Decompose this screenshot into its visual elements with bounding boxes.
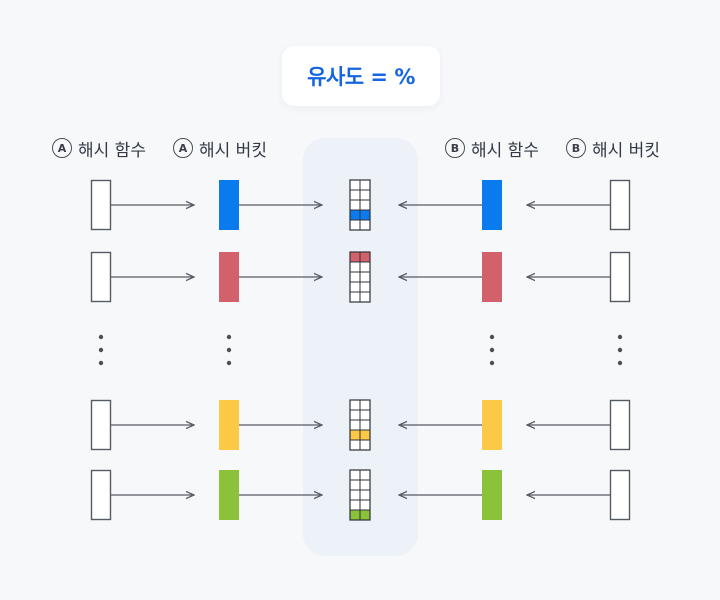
center-panel [303,138,418,556]
badge-b-icon: B [566,138,586,158]
ellipsis-dot [98,360,104,366]
ellipsis-icon [226,334,232,366]
ellipsis-dot [226,347,232,353]
b-hash-function-box [609,179,631,231]
ellipsis-dot [617,347,623,353]
grid-outline [349,469,371,521]
badge-b-icon: B [445,138,465,158]
title-card: 유사도 = % [282,46,440,106]
ellipsis-icon [489,334,495,366]
label-a-hash-bucket: A 해시 버킷 [173,136,267,161]
hash-row [90,251,631,303]
ellipsis-dot [98,334,104,340]
b-hash-function-box [609,251,631,303]
ellipsis-dot [226,360,232,366]
ellipsis-dot [617,334,623,340]
a-hash-function-box [90,399,112,451]
label-text: 해시 버킷 [592,140,660,161]
label-b-hash-bucket: B 해시 버킷 [566,136,660,161]
b-hash-bucket [482,180,502,230]
a-hash-function-box [90,179,112,231]
label-text: 해시 버킷 [199,140,267,161]
label-b-hash-function: B 해시 함수 [445,136,539,161]
b-hash-bucket [482,252,502,302]
a-hash-bucket [219,180,239,230]
bucket-grid [349,179,371,231]
a-hash-bucket [219,400,239,450]
ellipsis-dot [489,360,495,366]
hash-row [90,399,631,451]
label-a-hash-function: A 해시 함수 [52,136,146,161]
ellipsis-dot [226,334,232,340]
b-hash-bucket [482,400,502,450]
ellipsis-icon [98,334,104,366]
a-hash-bucket [219,252,239,302]
similarity-title: 유사도 = % [307,65,415,89]
a-hash-bucket [219,470,239,520]
badge-a-icon: A [52,138,72,158]
hash-row [90,179,631,231]
ellipsis-dot [98,347,104,353]
b-hash-function-box [609,399,631,451]
ellipsis-dot [617,360,623,366]
ellipsis-icon [617,334,623,366]
badge-a-icon: A [173,138,193,158]
hash-row [90,469,631,521]
ellipsis-dot [489,347,495,353]
grid-outline [349,179,371,231]
a-hash-function-box [90,469,112,521]
ellipsis-dot [489,334,495,340]
bucket-grid [349,469,371,521]
grid-outline [349,399,371,451]
a-hash-function-box [90,251,112,303]
b-hash-function-box [609,469,631,521]
label-text: 해시 함수 [78,140,146,161]
label-text: 해시 함수 [471,140,539,161]
b-hash-bucket [482,470,502,520]
grid-outline [349,251,371,303]
bucket-grid [349,251,371,303]
bucket-grid [349,399,371,451]
